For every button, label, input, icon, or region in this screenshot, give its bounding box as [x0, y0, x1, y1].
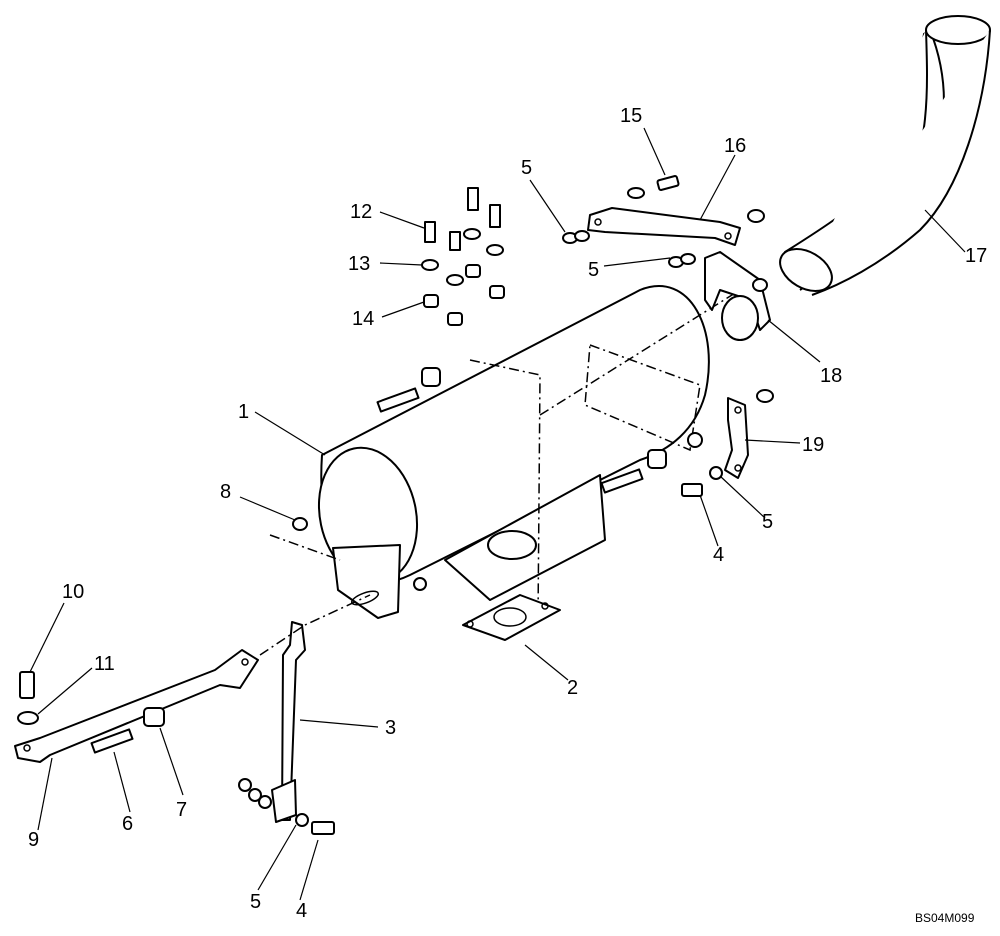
clamp — [704, 251, 771, 341]
callout-9: 9 — [28, 829, 39, 851]
lower-strap — [14, 534, 371, 763]
callout-3: 3 — [385, 717, 396, 739]
callout-2: 2 — [567, 677, 578, 699]
callout-11: 11 — [94, 653, 115, 675]
callout-4-lower: 4 — [296, 900, 307, 922]
upper-fasteners — [421, 187, 505, 326]
callout-19: 19 — [802, 434, 824, 456]
right-bracket — [681, 389, 774, 497]
flange-gasket — [462, 594, 561, 641]
callout-4-right: 4 — [713, 544, 724, 566]
callout-8: 8 — [220, 481, 231, 503]
callout-14: 14 — [352, 308, 374, 330]
callout-16: 16 — [724, 135, 746, 157]
callout-7: 7 — [176, 799, 187, 821]
muffler — [317, 285, 741, 621]
callout-5-lower: 5 — [250, 891, 261, 913]
leader-lines — [29, 127, 966, 901]
callout-17: 17 — [965, 245, 987, 267]
callout-13: 13 — [348, 253, 370, 275]
lower-strut — [238, 621, 335, 835]
callout-6: 6 — [122, 813, 133, 835]
drawing-code: BS04M099 — [915, 911, 975, 925]
top-strap — [562, 175, 765, 268]
callout-10: 10 — [62, 581, 84, 603]
callout-5-right: 5 — [762, 511, 773, 533]
callout-15: 15 — [620, 105, 642, 127]
callout-12: 12 — [350, 201, 372, 223]
callouts: 1 2 3 4 4 5 5 5 5 6 7 8 9 10 11 12 13 14… — [28, 105, 987, 922]
callout-18: 18 — [820, 365, 842, 387]
callout-5-clamp: 5 — [588, 259, 599, 281]
exhaust-pipe — [779, 15, 991, 296]
callout-1: 1 — [238, 401, 249, 423]
muffler-fasteners — [292, 367, 667, 531]
callout-5-top: 5 — [521, 157, 532, 179]
